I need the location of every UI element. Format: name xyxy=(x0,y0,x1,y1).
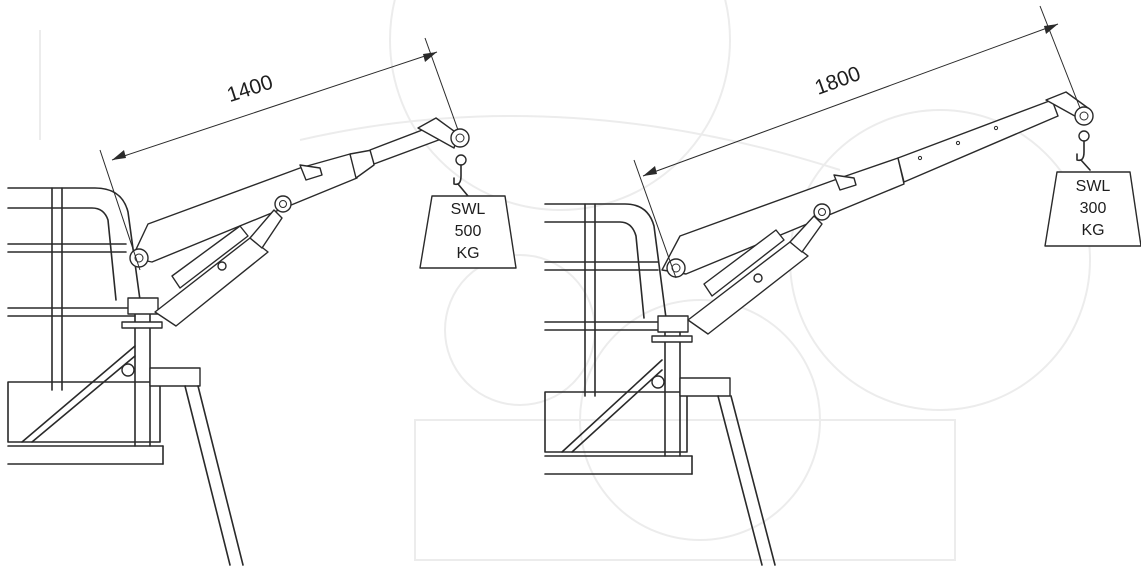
load-text-right-capacity: 300 xyxy=(1080,200,1107,217)
boom-right xyxy=(661,91,1089,278)
hook-right xyxy=(1074,106,1094,171)
load-text-left-unit: KG xyxy=(456,245,479,262)
load-text-left-swl: SWL xyxy=(451,201,486,218)
load-text-right-swl: SWL xyxy=(1076,178,1111,195)
load-text-left-capacity: 500 xyxy=(455,223,482,240)
load-weight-left: SWL 500 KG xyxy=(419,195,517,269)
reach-label-right: 1800 xyxy=(812,62,864,100)
ram-left xyxy=(154,195,292,327)
crane-left: 1400 SWL 500 KG xyxy=(7,37,517,566)
mast-right xyxy=(651,315,776,566)
basket-left xyxy=(7,345,164,465)
load-weight-right: SWL 300 KG xyxy=(1044,171,1141,247)
boom-left xyxy=(129,117,459,268)
handrail-left xyxy=(7,187,141,391)
reach-label-left: 1400 xyxy=(224,71,276,107)
handrail-right xyxy=(544,203,667,397)
ram-right xyxy=(687,203,831,335)
crane-right: 1800 SWL 300 KG xyxy=(544,5,1141,566)
load-text-right-unit: KG xyxy=(1081,222,1104,239)
hook-left xyxy=(450,128,470,197)
basket-right xyxy=(544,359,693,475)
mast-left xyxy=(121,297,244,566)
